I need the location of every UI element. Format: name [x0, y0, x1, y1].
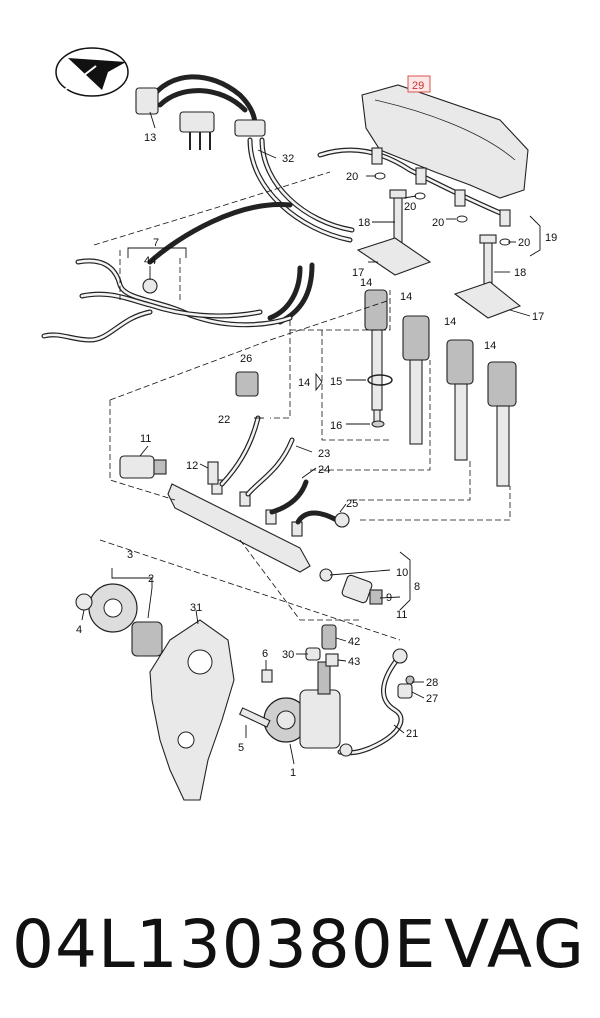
engine-cover [361, 84, 529, 199]
callout-8: 8 [414, 581, 420, 593]
callout-18-b: 18 [514, 267, 526, 279]
high-pressure-pump [263, 661, 341, 749]
callout-25: 25 [346, 498, 358, 510]
callout-11-b: 11 [396, 609, 407, 621]
pressure-regulator [341, 574, 383, 605]
callout-15: 15 [330, 376, 342, 388]
brand-name: VAG [443, 906, 586, 983]
holder [235, 371, 259, 397]
callout-13: 13 [144, 132, 156, 144]
callout-30: 30 [282, 649, 294, 661]
callout-7: 7 [153, 237, 159, 249]
callout-27: 27 [426, 693, 438, 705]
fuel-return-line [147, 137, 355, 325]
callout-17-a: 17 [352, 267, 364, 279]
pressure-sensor [119, 455, 167, 479]
callout-18-a: 18 [358, 217, 370, 229]
callout-43: 43 [348, 656, 360, 668]
callout-20-d: 20 [518, 237, 530, 249]
valve-parts [305, 624, 339, 667]
assembly-dashed-lines [93, 171, 511, 641]
callout-4: 4 [76, 624, 82, 636]
callout-31: 31 [190, 602, 202, 614]
callout-labels: 13 32 7 44 29 20 20 20 20 19 18 18 17 17… [76, 75, 557, 779]
callout-5: 5 [238, 742, 244, 754]
callout-20-a: 20 [346, 171, 358, 183]
callout-11-a: 11 [140, 433, 151, 445]
banjo-fitting [397, 675, 415, 699]
small-bolts [207, 461, 273, 728]
fuel-rail [167, 479, 333, 582]
callout-44: 44 [144, 255, 156, 267]
callout-3: 3 [127, 549, 133, 561]
callout-14-e: 14 [360, 277, 372, 289]
pump-housing [149, 619, 235, 801]
leak-off-line [317, 147, 511, 227]
high-pressure-lines [219, 415, 350, 528]
direction-arrow-icon [55, 47, 129, 97]
callout-28: 28 [426, 677, 438, 689]
sprocket-assembly [75, 583, 163, 657]
callout-24: 24 [318, 464, 330, 476]
callout-2: 2 [148, 573, 154, 585]
caption-bar: 04L130380E VAG [0, 890, 600, 1000]
callout-14-d: 14 [298, 377, 310, 389]
callout-10: 10 [396, 567, 408, 579]
wiring-harness [135, 74, 266, 150]
callout-14-c: 14 [484, 340, 496, 352]
callout-29: 29 [412, 80, 424, 92]
callout-16: 16 [330, 420, 342, 432]
callout-21: 21 [406, 728, 418, 740]
clamps [356, 237, 522, 319]
callout-20-c: 20 [432, 217, 444, 229]
leader-lines [81, 111, 541, 765]
callout-14-a: 14 [400, 291, 412, 303]
fuel-supply-pipe [337, 648, 408, 757]
part-number: 04L130380E [12, 906, 437, 983]
fuel-line-assembly [41, 258, 293, 343]
callout-26: 26 [240, 353, 252, 365]
callout-14-b: 14 [444, 316, 456, 328]
seals [367, 172, 511, 428]
callout-29-highlight [407, 75, 431, 93]
injectors [364, 289, 517, 487]
callout-42: 42 [348, 636, 360, 648]
callout-9: 9 [386, 592, 392, 604]
callout-32: 32 [282, 153, 294, 165]
callout-22: 22 [218, 414, 230, 426]
parts-diagram: 13 32 7 44 29 20 20 20 20 19 18 18 17 17… [41, 47, 557, 801]
callout-23: 23 [318, 448, 330, 460]
callout-12: 12 [186, 460, 198, 472]
callout-19: 19 [545, 232, 557, 244]
callout-20-b: 20 [404, 201, 416, 213]
callout-6: 6 [262, 648, 268, 660]
callout-17-b: 17 [532, 311, 544, 323]
callout-1: 1 [290, 767, 296, 779]
